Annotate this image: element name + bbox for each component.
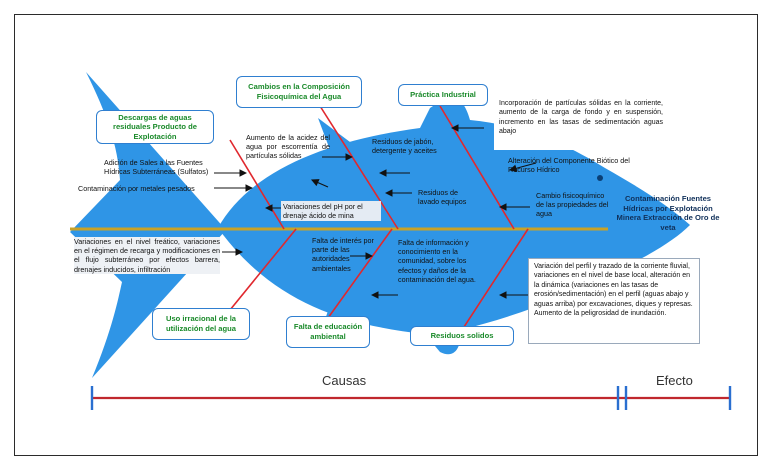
bone-descargas [229, 139, 285, 230]
category-label: Descargas de aguas residuales Producto d… [113, 112, 197, 141]
arrow [310, 179, 329, 188]
category-label: Práctica Industrial [410, 90, 476, 100]
fish-tail [70, 72, 226, 378]
category-residuos: Residuos solidos [410, 326, 514, 346]
category-cambios: Cambios en la Composición Fisicoquímica … [236, 76, 362, 108]
bone-educacion [327, 228, 393, 319]
cause-contaminacion-metales: Contaminación por metales pesados [78, 184, 195, 193]
bone-uso [229, 228, 297, 311]
category-practica: Práctica Industrial [398, 84, 488, 106]
cause-incorporacion: Incorporación de partículas sólidas en l… [494, 96, 668, 150]
cause-aumento-acidez: Aumento de la acidez del agua por escorr… [246, 133, 330, 161]
effect-label: Contaminación Fuentes Hídricas por Explo… [616, 194, 720, 232]
bone-residuos [461, 228, 529, 331]
category-label: Cambios en la Composición Fisicoquímica … [248, 82, 350, 101]
cause-falta-interes: Falta de interés por parte de las autori… [312, 236, 374, 273]
scale-causas-label: Causas [322, 373, 367, 388]
cause-residuos-lavado: Residuos de lavado equipos [418, 188, 467, 207]
cause-variaciones-ph: Variaciones del pH por el drenaje ácido … [281, 201, 381, 222]
bone-cambios [319, 105, 399, 230]
cause-alteracion-biotico: Alteración del Componente Biótico del Re… [508, 156, 630, 175]
scale-efecto-label: Efecto [656, 373, 693, 388]
category-educacion: Falta de educación ambiental [286, 316, 370, 348]
category-label: Falta de educación ambiental [293, 322, 363, 341]
category-descargas: Descargas de aguas residuales Producto d… [96, 110, 214, 144]
category-uso: Uso irracional de la utilización del agu… [152, 308, 250, 340]
cause-residuos-jabon: Residuos de jabón, detergente y aceites [372, 137, 437, 156]
fish-eye [597, 175, 603, 181]
cause-adicion-sales: Adición de Sales a las Fuentes Hídricas … [104, 158, 209, 177]
arrow [508, 162, 537, 173]
cause-falta-informacion: Falta de información y conocimiento en l… [398, 238, 476, 284]
cause-cambio-fisicoquimico: Cambio fisicoquímico de las propiedades … [536, 191, 609, 219]
cause-variacion-perfil: Variación del perfil y trazado de la cor… [528, 258, 700, 344]
category-label: Uso irracional de la utilización del agu… [165, 314, 237, 333]
category-label: Residuos solidos [430, 331, 494, 341]
cause-variaciones-freatico: Variaciones en el nivel freático, variac… [74, 237, 220, 274]
